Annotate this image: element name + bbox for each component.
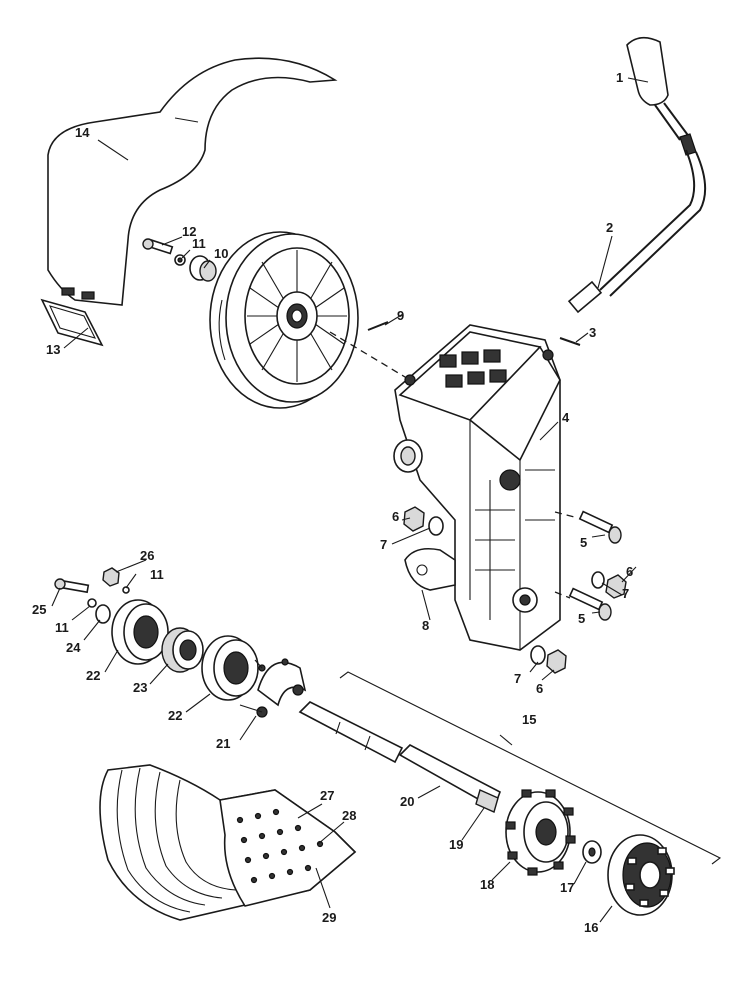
gasket [404,547,456,591]
callout-11b: 11 [150,567,164,582]
callout-17: 17 [560,880,574,895]
callout-20: 20 [400,794,414,809]
gearbox-housing [393,324,561,651]
callout-6a: 6 [392,509,399,524]
callout-7a: 7 [380,537,387,552]
bearing-assembly [54,567,259,701]
decal-plate [40,298,104,347]
belt-guard [47,57,338,306]
callout-10: 10 [214,246,228,261]
spacer-washer [582,840,602,864]
callout-18: 18 [480,877,494,892]
drive-track [99,764,357,921]
mounting-bolts [554,510,627,621]
drive-sprocket [505,789,576,876]
cotter-pin [559,337,581,346]
callout-2: 2 [606,220,613,235]
callout-3: 3 [589,325,596,340]
callout-11a: 11 [192,236,206,251]
driven-pulley [209,231,359,409]
callout-labels: 1 2 3 4 5 5 6 6 6 7 7 7 8 9 10 11 11 11 … [32,70,633,935]
lower-nut-washer [530,645,567,674]
callout-4: 4 [562,410,570,425]
callout-16: 16 [584,920,598,935]
callout-24: 24 [66,640,81,655]
drive-shaft [298,701,501,813]
callout-26: 26 [140,548,154,563]
callout-23: 23 [133,680,147,695]
assembly-bracket-line [339,671,722,865]
key-pin [367,321,389,331]
callout-15: 15 [522,712,536,727]
callout-1: 1 [616,70,623,85]
callout-27: 27 [320,788,334,803]
shift-lever [567,36,707,314]
callout-22a: 22 [86,668,100,683]
callout-28: 28 [342,808,356,823]
callout-6b: 6 [626,564,633,579]
leader-lines [51,77,649,923]
callout-7c: 7 [514,671,521,686]
callout-8: 8 [422,618,429,633]
callout-12: 12 [182,224,196,239]
callout-25: 25 [32,602,46,617]
callout-22b: 22 [168,708,182,723]
callout-21: 21 [216,736,230,751]
bolt-washer-bushing [142,238,217,282]
gearbox-top-grid [439,349,507,388]
left-nut-washer [403,506,444,536]
callout-9: 9 [397,308,404,323]
callout-29: 29 [322,910,336,925]
callout-11c: 11 [55,620,69,635]
bearing-bracket [239,658,307,718]
callout-5a: 5 [580,535,587,550]
idler-wheel [607,834,675,916]
callout-6c: 6 [536,681,543,696]
callout-7b: 7 [622,586,629,601]
callout-13: 13 [46,342,60,357]
callout-14: 14 [75,125,90,140]
callout-5b: 5 [578,611,585,626]
callout-19: 19 [449,837,463,852]
